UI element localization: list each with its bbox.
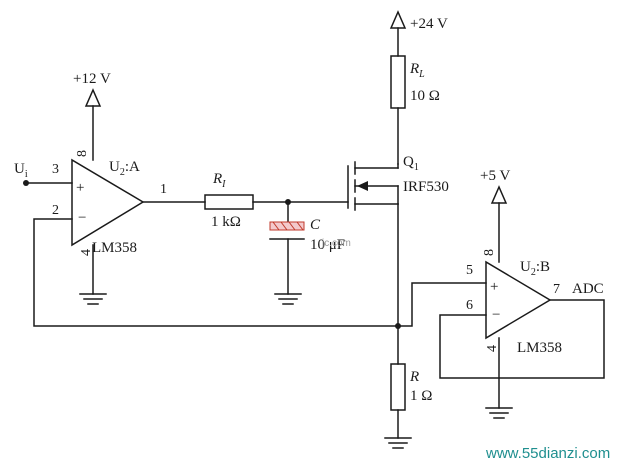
opamp-b-pin-vcc: 8 xyxy=(482,249,497,256)
watermark-small: jc.com xyxy=(321,238,351,249)
opamp-b-pin-gnd: 4 xyxy=(485,345,500,352)
opamp-b-feedback-wire xyxy=(439,299,605,379)
opamp-b-input-wire xyxy=(397,282,487,327)
opamp-b-pin-noninv: 5 xyxy=(466,263,473,278)
opamp-b-pin-inv: 6 xyxy=(466,298,473,313)
capacitor-c xyxy=(269,201,305,305)
resistor-ri-value: 1 kΩ xyxy=(211,214,241,230)
mosfet-part: IRF530 xyxy=(403,179,449,195)
opamp-b-minus-sign: − xyxy=(492,307,500,323)
mosfet-name: Q1 xyxy=(403,154,419,173)
ground-opamp-b xyxy=(485,337,513,419)
opamp-b-name: U2:B xyxy=(520,259,550,278)
feedback-wire-a xyxy=(33,218,399,327)
opamp-a xyxy=(71,158,145,247)
ground-sense xyxy=(384,409,412,449)
opamp-a-pin-noninv: 3 xyxy=(52,162,59,177)
opamp-a-plus-sign: + xyxy=(76,180,84,196)
resistor-sense xyxy=(390,363,406,411)
opamp-b-pin-out: 7 xyxy=(553,282,560,297)
opamp-a-part: LM358 xyxy=(92,240,137,256)
resistor-rl xyxy=(390,55,406,109)
supply-label-5v: +5 V xyxy=(480,168,510,184)
opamp-a-pin-out: 1 xyxy=(160,182,167,197)
resistor-sense-value: 1 Ω xyxy=(410,388,432,404)
resistor-ri xyxy=(204,194,254,210)
supply-arrow-12v xyxy=(84,88,102,161)
opamp-a-name: U2:A xyxy=(109,159,140,178)
ground-opamp-a xyxy=(79,244,107,305)
opamp-a-pin-gnd: 4 xyxy=(79,249,94,256)
watermark: www.55dianzi.com xyxy=(485,445,610,462)
resistor-rl-value: 10 Ω xyxy=(410,88,440,104)
mosfet-q1 xyxy=(347,107,399,211)
opamp-a-minus-sign: − xyxy=(78,210,86,226)
input-label: Ui xyxy=(14,161,28,180)
opamp-b-plus-sign: + xyxy=(490,279,498,295)
adc-label: ADC xyxy=(572,281,604,297)
opamp-b xyxy=(485,260,552,340)
supply-label-12v: +12 V xyxy=(73,71,111,87)
opamp-a-pin-inv: 2 xyxy=(52,203,59,218)
supply-arrow-5v xyxy=(490,185,508,263)
supply-arrow-24v xyxy=(389,10,407,57)
resistor-sense-name: R xyxy=(409,369,419,385)
capacitor-name: C xyxy=(310,217,321,233)
opamp-a-pin-vcc: 8 xyxy=(75,150,90,157)
opamp-b-part: LM358 xyxy=(517,340,562,356)
capacitor-value: 10 μF xyxy=(310,237,345,253)
resistor-rl-name: RL xyxy=(409,61,425,80)
resistor-ri-name: RI xyxy=(212,171,226,190)
supply-label-24v: +24 V xyxy=(410,16,448,32)
